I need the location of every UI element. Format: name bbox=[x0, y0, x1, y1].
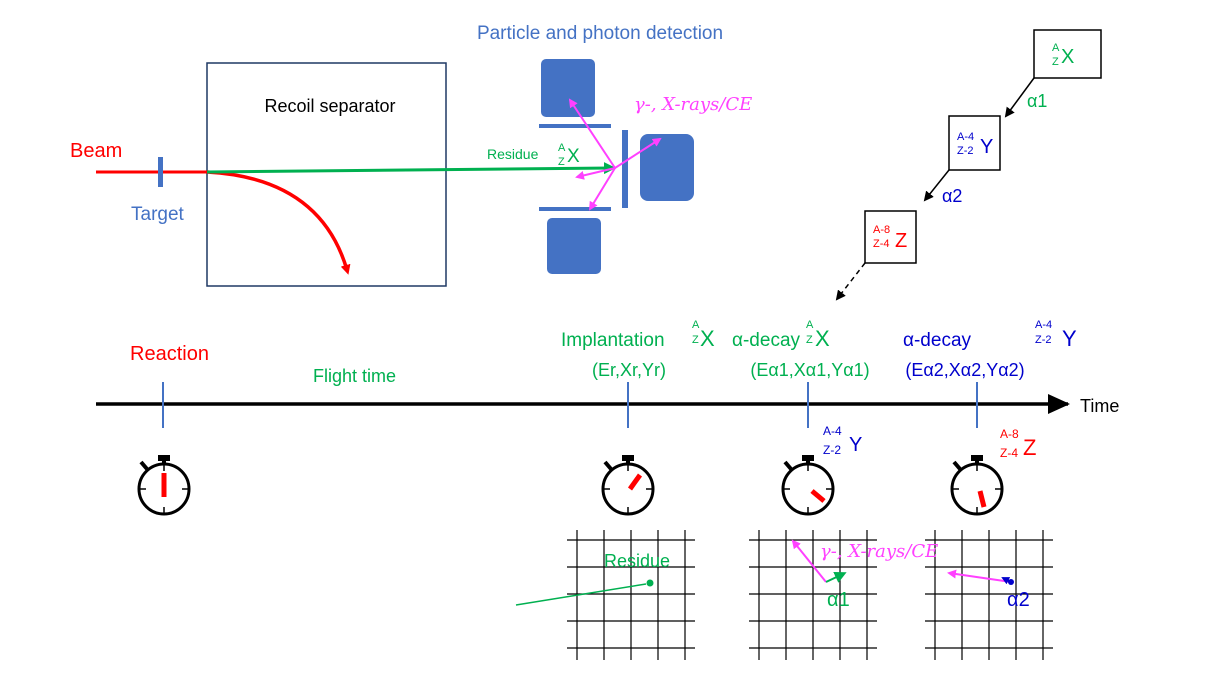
svg-text:Z-4: Z-4 bbox=[873, 238, 890, 250]
chain-alpha1: α1 bbox=[1027, 91, 1047, 111]
svg-text:Z: Z bbox=[806, 334, 813, 346]
chain-alpha2: α2 bbox=[942, 186, 962, 206]
residue-trajectory bbox=[206, 162, 616, 175]
grid-alpha2-label: α2 bbox=[1007, 589, 1030, 611]
residue-incoming-track bbox=[515, 583, 647, 606]
stopwatch-icon bbox=[950, 455, 1004, 516]
emission-arrows bbox=[568, 98, 662, 211]
svg-text:Z: Z bbox=[895, 230, 907, 252]
alpha2-coords: (Eα2,Xα2,Yα2) bbox=[905, 360, 1024, 380]
detection-title: Particle and photon detection bbox=[477, 23, 723, 44]
beam-deflection bbox=[206, 170, 351, 275]
detector-grid-alpha2 bbox=[925, 530, 1053, 660]
detector-grid-alpha1 bbox=[749, 530, 877, 660]
alpha2-gamma-track bbox=[947, 569, 1012, 583]
nucleus-box-z bbox=[864, 210, 917, 264]
detector bbox=[539, 59, 694, 274]
svg-text:A: A bbox=[1052, 42, 1060, 54]
svg-text:X: X bbox=[700, 326, 715, 351]
svg-text:Z-2: Z-2 bbox=[1035, 334, 1052, 346]
implantation-coords: (Er,Xr,Yr) bbox=[592, 360, 666, 380]
svg-text:Z-4: Z-4 bbox=[1000, 446, 1018, 460]
svg-text:X: X bbox=[1061, 46, 1074, 68]
svg-text:Y: Y bbox=[849, 434, 862, 456]
svg-text:A-4: A-4 bbox=[823, 424, 842, 438]
nucleus-x-label: A Z X bbox=[1052, 42, 1074, 68]
svg-text:A-8: A-8 bbox=[1000, 427, 1019, 441]
recoil-separator-box bbox=[206, 62, 447, 287]
implantation-label: Implantation bbox=[561, 330, 665, 351]
target-foil bbox=[158, 157, 163, 187]
detector-block-bottom bbox=[547, 218, 601, 274]
svg-text:A-8: A-8 bbox=[873, 224, 890, 236]
beam-label: Beam bbox=[70, 140, 122, 162]
nucleus-box-y bbox=[948, 115, 1001, 171]
detector-strip-top bbox=[539, 124, 611, 128]
grid-gamma-label: γ-, X-rays/CE bbox=[820, 541, 938, 562]
svg-text:A: A bbox=[558, 142, 566, 154]
daughter-y-label: A-4 Z-2 Y bbox=[823, 424, 862, 457]
alpha2-decay-nucleus: A-4 Z-2 Y bbox=[1035, 319, 1077, 351]
time-label: Time bbox=[1080, 396, 1119, 416]
svg-text:Y: Y bbox=[980, 136, 993, 158]
svg-text:A: A bbox=[692, 319, 700, 331]
alpha2-decay-label: α-decay bbox=[903, 330, 972, 351]
alpha1-coords: (Eα1,Xα1,Yα1) bbox=[750, 360, 869, 380]
stopwatch-icon bbox=[601, 455, 655, 516]
emission-label: γ-, X-rays/CE bbox=[634, 94, 752, 115]
svg-text:Z: Z bbox=[1052, 56, 1059, 68]
detector-strip-bottom bbox=[539, 207, 611, 211]
alpha1-track bbox=[825, 571, 847, 583]
svg-text:A-4: A-4 bbox=[957, 131, 974, 143]
chain-arrow-2 bbox=[923, 169, 950, 202]
svg-text:A-4: A-4 bbox=[1035, 319, 1052, 331]
svg-text:Y: Y bbox=[1062, 326, 1077, 351]
reaction-label: Reaction bbox=[130, 343, 209, 365]
grid-residue-label: Residue bbox=[604, 551, 670, 571]
chain-arrow-3 bbox=[835, 262, 866, 301]
chain-arrow-1 bbox=[1004, 77, 1035, 118]
residue-label: Residue bbox=[487, 146, 539, 162]
recoil-separator-label: Recoil separator bbox=[264, 96, 395, 116]
stopwatch-icon bbox=[137, 455, 191, 516]
alpha1-decay-nucleus: A Z X bbox=[806, 319, 830, 351]
stopwatch-icon bbox=[781, 455, 835, 516]
detector-grid-implantation bbox=[567, 530, 695, 660]
nucleus-box-x bbox=[1033, 29, 1102, 79]
svg-text:Z: Z bbox=[558, 156, 565, 168]
svg-text:Z: Z bbox=[1023, 435, 1036, 460]
svg-text:A: A bbox=[806, 319, 814, 331]
svg-text:X: X bbox=[815, 326, 830, 351]
nucleus-z-label: A-8 Z-4 Z bbox=[873, 224, 907, 252]
nucleus-y-label: A-4 Z-2 Y bbox=[957, 131, 993, 158]
residue-nucleus-label: A Z X bbox=[558, 142, 580, 168]
flight-time-label: Flight time bbox=[313, 366, 396, 386]
detector-block-top bbox=[541, 59, 595, 117]
grid-alpha1-label: α1 bbox=[827, 589, 850, 611]
svg-text:X: X bbox=[567, 146, 580, 167]
alpha2-hit bbox=[1008, 579, 1014, 585]
target-label: Target bbox=[131, 204, 185, 225]
detector-block-right bbox=[640, 134, 694, 201]
daughter-z-label: A-8 Z-4 Z bbox=[1000, 427, 1036, 460]
alpha1-decay-label: α-decay bbox=[732, 330, 801, 351]
residue-hit bbox=[646, 579, 654, 587]
implantation-nucleus: A Z X bbox=[692, 319, 715, 351]
detector-plate bbox=[622, 130, 628, 208]
svg-text:Z: Z bbox=[692, 334, 699, 346]
svg-text:Z-2: Z-2 bbox=[957, 145, 974, 157]
svg-text:Z-2: Z-2 bbox=[823, 443, 841, 457]
alpha1-gamma-track bbox=[791, 539, 827, 583]
